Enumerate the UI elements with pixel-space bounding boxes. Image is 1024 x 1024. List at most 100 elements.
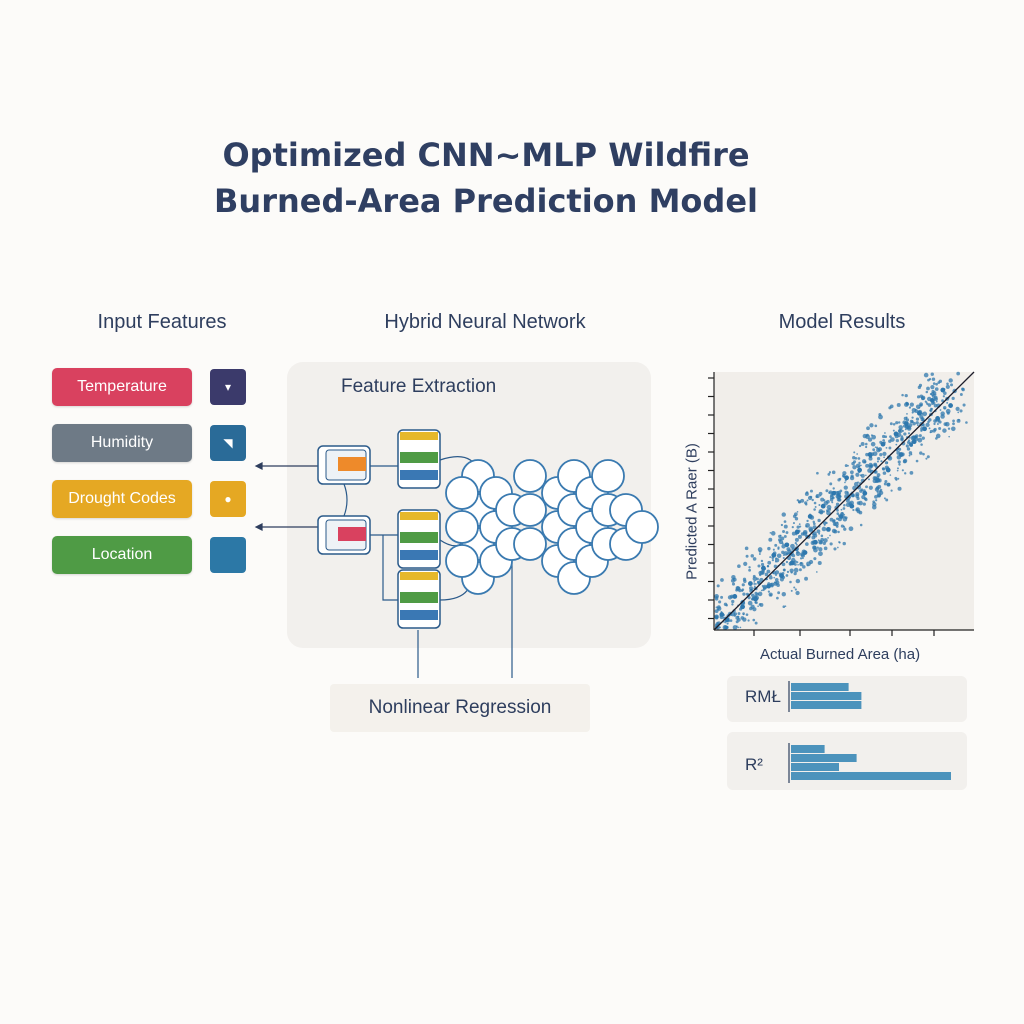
scatter-point — [761, 571, 764, 574]
scatter-point — [908, 423, 913, 428]
scatter-point — [794, 517, 799, 521]
scatter-point — [882, 451, 887, 456]
scatter-point — [946, 401, 949, 404]
mlp-node — [445, 544, 479, 578]
metric-bar — [791, 754, 857, 762]
scatter-point — [881, 434, 886, 439]
scatter-point — [804, 501, 808, 505]
scatter-point — [745, 592, 749, 596]
input-temperature: Temperature — [52, 368, 192, 406]
scatter-point — [845, 498, 850, 503]
humidity-icon: ◥ — [210, 425, 246, 461]
scatter-point — [889, 435, 892, 439]
input-humidity: Humidity — [52, 424, 192, 462]
scatter-point — [752, 618, 756, 622]
scatter-point — [785, 531, 789, 535]
scatter-point — [874, 446, 877, 449]
scatter-point — [925, 422, 930, 427]
scatter-point — [729, 619, 733, 623]
scatter-point — [909, 471, 914, 475]
scatter-point — [774, 581, 776, 584]
scatter-point — [808, 559, 814, 565]
stack-band-bottom — [400, 470, 438, 480]
scatter-point — [915, 421, 919, 425]
input-location: Location — [52, 536, 192, 574]
scatter-point — [801, 557, 804, 560]
scatter-point — [905, 444, 909, 448]
scatter-point — [796, 525, 800, 529]
scatter-point — [774, 543, 778, 547]
scatter-point — [797, 529, 801, 533]
scatter-point — [826, 509, 829, 512]
scatter-point — [857, 470, 861, 474]
scatter-point — [844, 475, 849, 481]
scatter-point — [804, 576, 808, 581]
scatter-point — [920, 443, 923, 446]
scatter-point — [828, 471, 832, 474]
scatter-point — [920, 395, 926, 401]
scatter-point — [760, 562, 765, 567]
temperature-icon: ▾ — [210, 369, 246, 405]
scatter-point — [897, 486, 902, 491]
scatter-point — [793, 567, 799, 573]
scatter-point — [792, 522, 795, 525]
scatter-point — [915, 459, 919, 463]
scatter-point — [952, 422, 955, 426]
stack-band-mid — [400, 592, 438, 603]
scatter-point — [776, 596, 779, 600]
scatter-point — [785, 560, 789, 564]
identity-line — [713, 371, 975, 631]
scatter-point — [780, 536, 785, 541]
scatter-point — [818, 491, 823, 496]
scatter-point — [926, 386, 930, 391]
scatter-point — [866, 426, 870, 431]
scatter-point — [905, 402, 910, 406]
scatter-point — [909, 443, 914, 448]
mlp-node — [445, 510, 479, 544]
scatter-point — [757, 591, 763, 597]
scatter-point — [886, 468, 890, 472]
scatter-point — [882, 439, 886, 442]
scatter-point — [764, 572, 769, 577]
scatter-point — [881, 467, 885, 470]
metric-bars-0 — [788, 681, 862, 712]
scatter-point — [823, 499, 826, 502]
scatter-point — [799, 525, 802, 528]
scatter-point — [836, 512, 840, 515]
scatter-point — [942, 405, 947, 410]
scatter-point — [941, 399, 944, 403]
scatter-point — [798, 523, 801, 526]
scatter-point — [852, 508, 855, 512]
scatter-point — [781, 592, 786, 597]
scatter-point — [757, 605, 759, 608]
scatter-point — [889, 474, 892, 476]
scatter-point — [855, 472, 860, 477]
stack-band-top — [400, 512, 438, 520]
scatter-point — [812, 545, 817, 550]
scatter-point — [815, 495, 819, 498]
scatter-point — [940, 411, 945, 416]
scatter-point — [767, 582, 771, 586]
hybrid-network-heading: Hybrid Neural Network — [384, 311, 586, 333]
scatter-point — [735, 625, 738, 628]
scatter-point — [844, 481, 846, 484]
scatter-point — [776, 583, 780, 588]
scatter-point — [818, 539, 823, 545]
scatter-point — [948, 403, 953, 408]
scatter-point — [752, 607, 757, 612]
scatter-point — [895, 443, 898, 446]
scatter-point — [874, 494, 878, 499]
scatter-point — [791, 531, 796, 536]
scatter-point — [842, 507, 846, 510]
scatter-point — [872, 451, 878, 457]
scatter-point — [832, 519, 836, 524]
scatter-point — [730, 578, 735, 583]
scatter-point — [868, 485, 873, 490]
scatter-point — [897, 429, 902, 433]
scatter-point — [852, 456, 856, 460]
scatter-point — [812, 520, 815, 524]
scatter-point — [753, 581, 756, 583]
scatter-point — [776, 553, 782, 559]
metric-bars — [788, 681, 951, 783]
scatter-point — [902, 429, 905, 432]
